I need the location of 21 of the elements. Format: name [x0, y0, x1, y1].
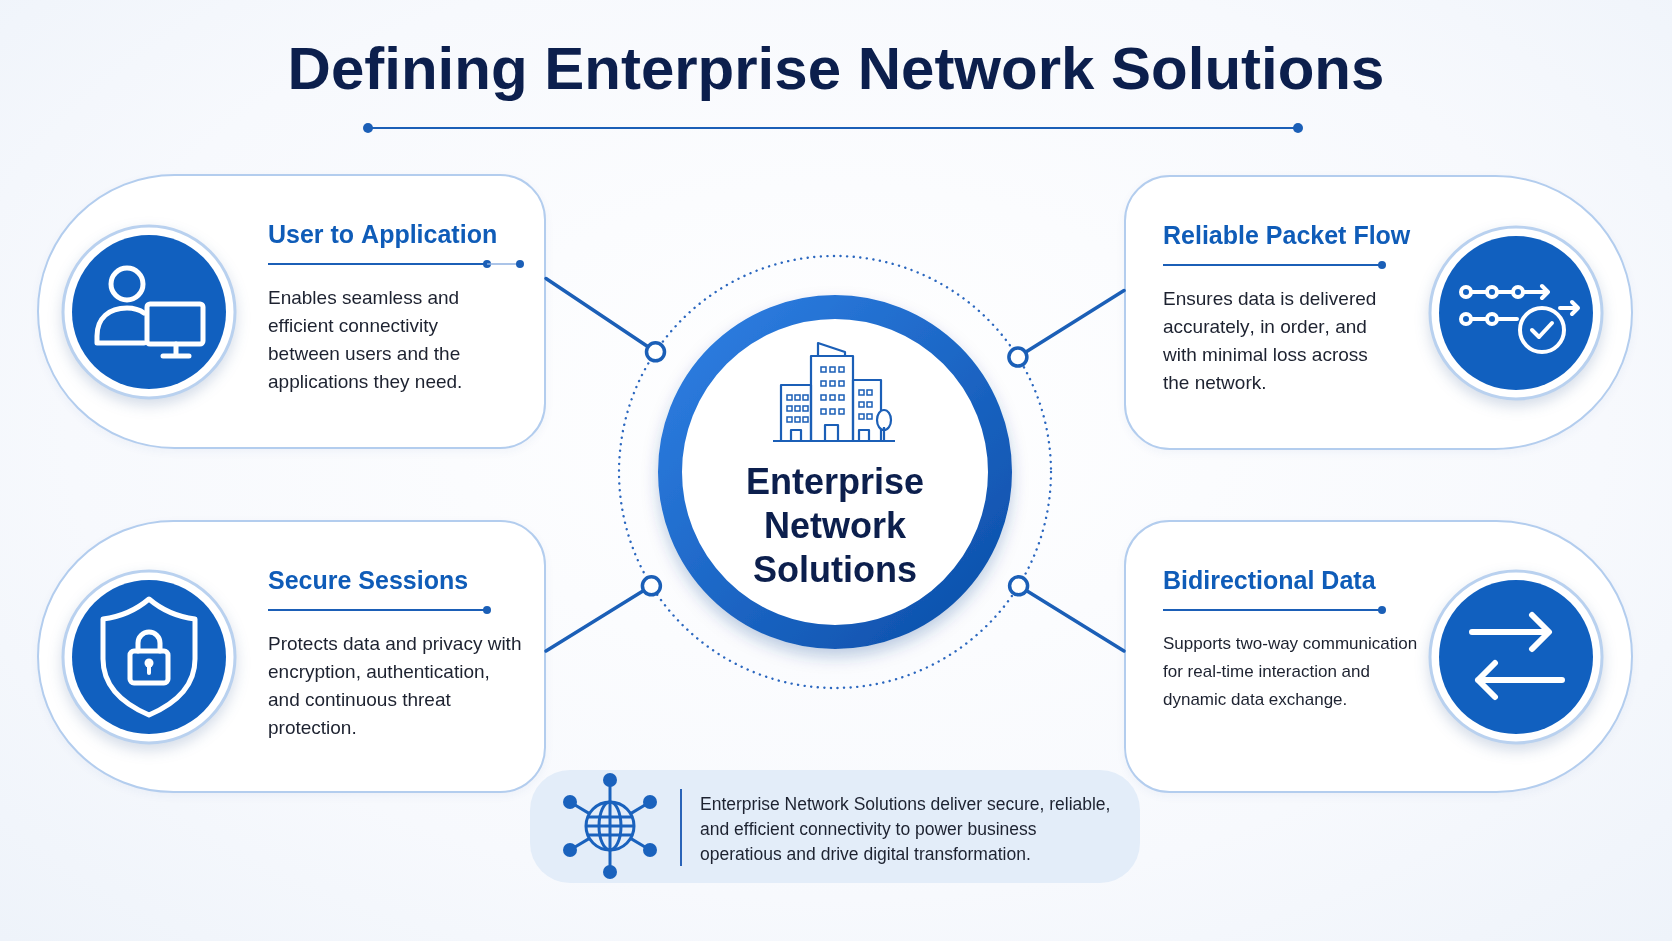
- card-heading: Bidirectional Data: [1163, 565, 1376, 595]
- connector-line: [1007, 575, 1126, 653]
- page-title: Defining Enterprise Network Solutions: [287, 34, 1385, 104]
- hub-circle: [617, 254, 1053, 690]
- card-heading: Secure Sessions: [268, 565, 469, 595]
- card-description: Supports two-way communication for real-time interaction and dynamic data exchange.: [1163, 633, 1419, 711]
- card-description: Ensures data is delivered accurately, in order, and with minimal loss across the network.: [1163, 287, 1378, 395]
- summary-text: Enterprise Network Solutions deliver secure, reliable, and efficient connectivity to power business operatious and drive digital transformation.: [700, 793, 1112, 866]
- feature-card: [37, 174, 546, 449]
- card-description: Enables seamless and efficient connectivity between users and the applications they need.: [268, 286, 464, 394]
- card-heading: Reliable Packet Flow: [1163, 220, 1411, 250]
- card-heading: User to Application: [268, 219, 498, 249]
- connector-line: [544, 575, 663, 653]
- hub-title: Enterprise Network Solutions: [745, 460, 925, 592]
- feature-card: [1124, 520, 1633, 793]
- feature-card: [37, 520, 546, 793]
- summary-banner: [530, 770, 1140, 883]
- feature-card: [1124, 175, 1633, 450]
- connector-line: [544, 276, 667, 363]
- connector-line: [1007, 288, 1126, 368]
- card-description: Protects data and privacy with encryption, authentication, and continuous threat protection.: [268, 632, 523, 740]
